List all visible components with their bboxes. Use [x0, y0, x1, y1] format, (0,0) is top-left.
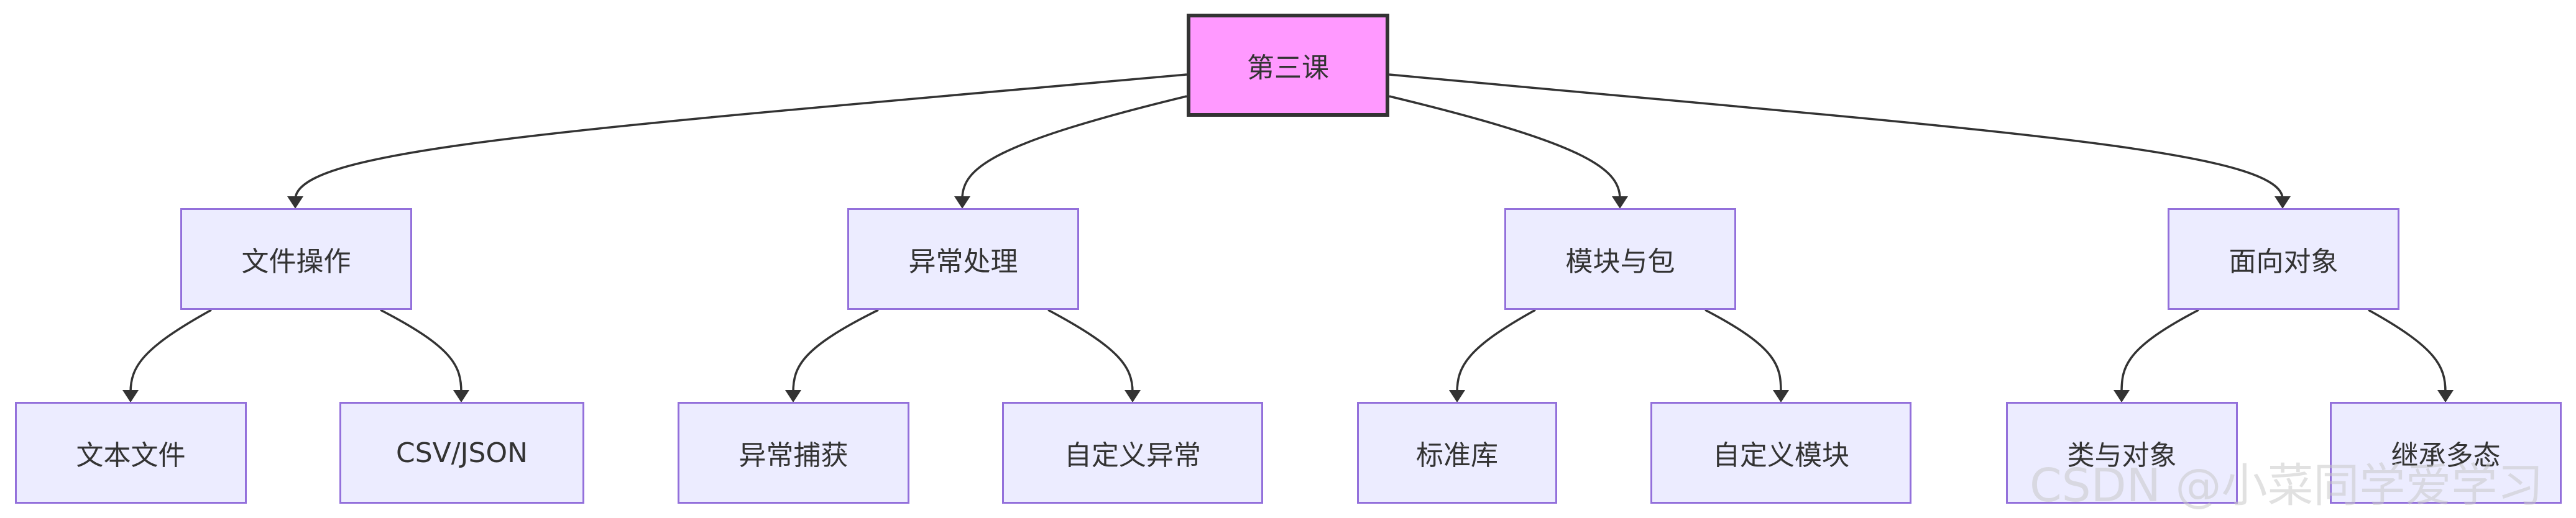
edge-oop-to-inheritance-arrowhead — [2437, 390, 2454, 402]
watermark: CSDN @小菜同学爱学习 — [2030, 459, 2544, 512]
node-branch-exceptions: 异常处理 — [847, 208, 1079, 310]
edge-oop-to-inheritance — [2368, 309, 2447, 393]
edge-root-to-exceptions — [961, 95, 1187, 199]
node-leaf-text-files: 文本文件 — [15, 402, 247, 504]
node-root: 第三课 — [1187, 14, 1389, 117]
node-branch-modules: 模块与包 — [1504, 208, 1736, 310]
edge-file-ops-to-csv — [380, 309, 462, 393]
edge-oop-to-class — [2120, 309, 2199, 393]
edge-root-to-oop-arrowhead — [2275, 196, 2291, 209]
edge-root-to-oop — [1389, 73, 2284, 199]
edge-root-to-modules — [1389, 95, 1621, 199]
node-leaf-stdlib: 标准库 — [1357, 402, 1557, 504]
node-leaf-exception-catch: 异常捕获 — [678, 402, 909, 504]
edge-exceptions-to-catch — [792, 309, 879, 393]
node-branch-oop: 面向对象 — [2168, 208, 2399, 310]
edge-modules-to-stdlib-arrowhead — [1449, 390, 1465, 402]
edge-oop-to-class-arrowhead — [2114, 390, 2130, 402]
node-leaf-class-object: 类与对象 — [2006, 402, 2238, 504]
edge-modules-to-custom-arrowhead — [1773, 390, 1789, 402]
node-branch-file-ops: 文件操作 — [180, 208, 412, 310]
node-leaf-csv-json: CSV/JSON — [339, 402, 584, 504]
edge-modules-to-stdlib — [1456, 309, 1536, 393]
node-leaf-custom-module: 自定义模块 — [1650, 402, 1911, 504]
edge-exceptions-to-custom-arrowhead — [1125, 390, 1141, 402]
edge-exceptions-to-custom — [1047, 309, 1134, 393]
edge-root-to-exceptions-arrowhead — [954, 196, 970, 209]
edge-file-ops-to-text-arrowhead — [122, 390, 139, 402]
edge-file-ops-to-text — [129, 309, 212, 393]
edge-file-ops-to-csv-arrowhead — [453, 390, 469, 402]
edge-modules-to-custom — [1704, 309, 1782, 393]
edge-root-to-file-ops-arrowhead — [287, 196, 303, 209]
node-leaf-inheritance: 继承多态 — [2330, 402, 2562, 504]
edge-exceptions-to-catch-arrowhead — [785, 390, 801, 402]
edge-root-to-file-ops — [294, 73, 1187, 199]
node-leaf-custom-exception: 自定义异常 — [1002, 402, 1263, 504]
edge-root-to-modules-arrowhead — [1612, 196, 1628, 209]
